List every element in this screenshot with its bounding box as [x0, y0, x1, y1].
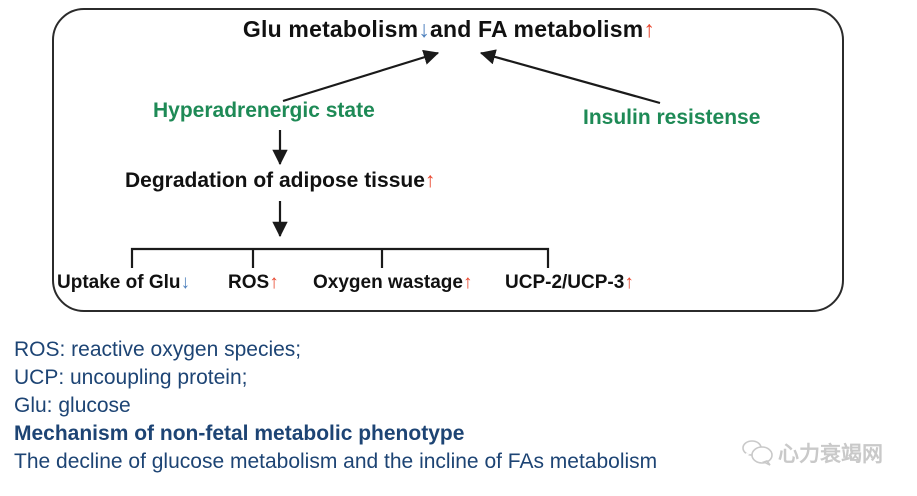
- diagram-box: [52, 8, 844, 312]
- node-oxygen-wastage: Oxygen wastage↑: [313, 272, 472, 294]
- degradation-label: Degradation of adipose tissue: [125, 169, 425, 192]
- node-degradation-adipose: Degradation of adipose tissue↑: [125, 169, 435, 193]
- ucp-up-arrow-icon: ↑: [624, 272, 634, 293]
- uptake-glu-label: Uptake of Glu: [57, 272, 181, 293]
- oxygen-wastage-up-arrow-icon: ↑: [462, 272, 473, 293]
- chat-bubbles-logo-icon: [742, 440, 773, 466]
- caption-ros-definition: ROS: reactive oxygen species;: [14, 338, 302, 361]
- ucp-label: UCP-2/UCP-3: [505, 272, 625, 293]
- ros-label: ROS: [228, 272, 270, 293]
- node-ucp2-ucp3: UCP-2/UCP-3↑: [505, 272, 634, 294]
- caption-description: The decline of glucose metabolism and th…: [14, 450, 658, 473]
- node-metabolism-title: Glu metabolism↓and FA metabolism↑: [52, 16, 846, 43]
- node-hyperadrenergic-state: Hyperadrenergic state: [153, 99, 375, 122]
- node-uptake-of-glu: Uptake of Glu↓: [57, 272, 190, 294]
- title-up-arrow-icon: ↑: [643, 16, 656, 42]
- degradation-up-arrow-icon: ↑: [424, 169, 436, 192]
- title-part1: Glu metabolism: [242, 16, 419, 42]
- ros-up-arrow-icon: ↑: [269, 272, 279, 293]
- uptake-glu-down-arrow-icon: ↓: [180, 272, 191, 293]
- figure-caption: ROS: reactive oxygen species; UCP: uncou…: [14, 336, 657, 476]
- caption-ucp-definition: UCP: uncoupling protein;: [14, 366, 248, 389]
- node-insulin-resistance: Insulin resistense: [583, 106, 761, 129]
- watermark-text: 心力衰竭网: [778, 443, 883, 466]
- oxygen-wastage-label: Oxygen wastage: [313, 272, 463, 293]
- node-ros: ROS↑: [228, 272, 279, 294]
- title-part2: and FA metabolism: [429, 16, 644, 42]
- caption-mechanism-title: Mechanism of non-fetal metabolic phenoty…: [14, 422, 465, 445]
- watermark: 心力衰竭网: [740, 438, 883, 468]
- caption-glu-definition: Glu: glucose: [14, 394, 131, 417]
- title-down-arrow-icon: ↓: [418, 16, 430, 42]
